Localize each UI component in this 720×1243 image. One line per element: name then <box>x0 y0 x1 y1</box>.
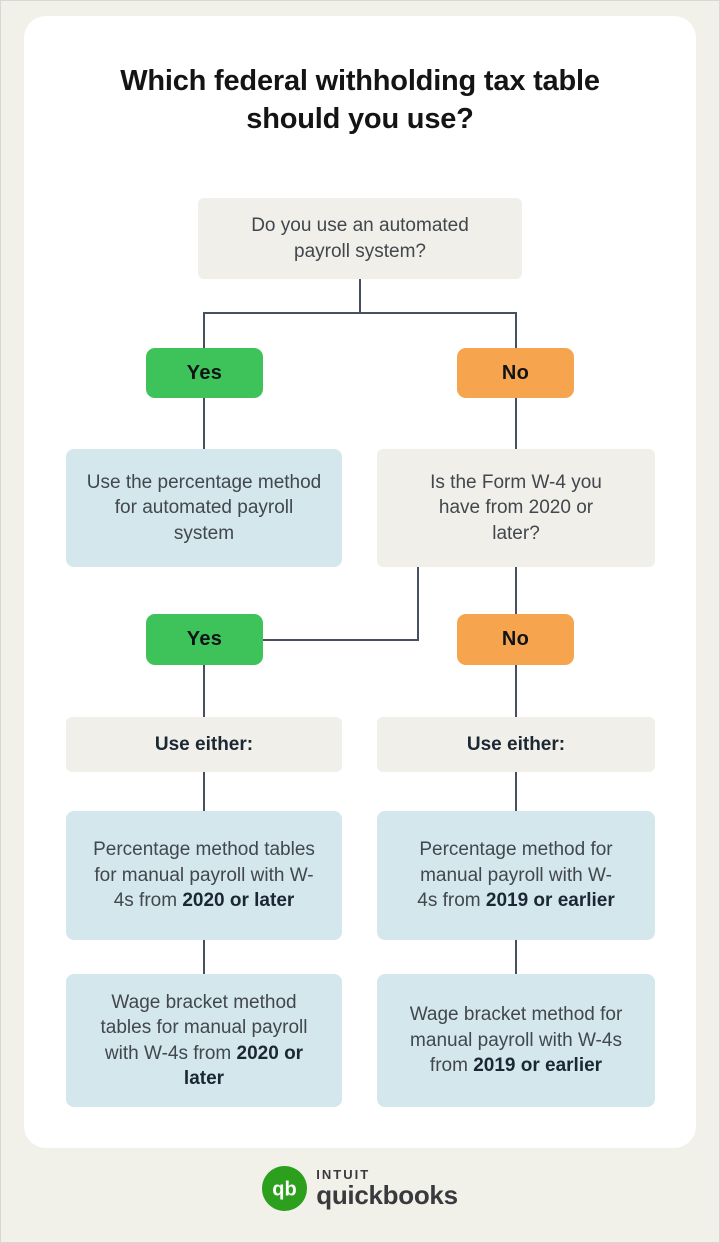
intuit-wordmark: INTUIT <box>316 1166 371 1182</box>
yes-branch-1: Yes <box>146 348 263 398</box>
option-wage-bracket-2020-text: Wage bracket method tables for manual pa… <box>100 991 308 1064</box>
no-branch-2: No <box>457 614 574 665</box>
no-branch-1: No <box>457 348 574 398</box>
yes-branch-1-label: Yes <box>186 361 223 384</box>
connector-no1-drop <box>515 312 517 348</box>
option-wage-bracket-2020-bold: 2020 or later <box>183 1042 304 1089</box>
yes-branch-2: Yes <box>146 614 263 665</box>
connector-yes1-drop <box>203 312 205 348</box>
use-either-left: Use either: <box>66 717 342 772</box>
option-wage-bracket-2019-bold: 2019 or earlier <box>473 1055 603 1077</box>
use-either-left-text: Use either: <box>154 733 254 755</box>
no-branch-1-label: No <box>501 361 530 384</box>
connector-yes1-result <box>203 398 205 449</box>
quickbooks-logo-icon: qb <box>262 1166 308 1211</box>
connector-left-option2 <box>203 940 205 974</box>
option-percentage-2019: Percentage method for manual payroll wit… <box>377 811 655 940</box>
connector-root-stem <box>359 279 361 312</box>
connector-w4-yes-stem <box>417 567 419 641</box>
quickbooks-logo-glyph: qb <box>273 1179 297 1201</box>
option-percentage-2020-text: Percentage method tables for manual payr… <box>93 839 315 912</box>
question-automated-payroll: Do you use an automated payroll system? <box>198 198 522 279</box>
option-wage-bracket-2019: Wage bracket method for manual payroll w… <box>377 974 655 1107</box>
connector-left-option1 <box>203 772 205 811</box>
connector-yes2-drop <box>203 665 205 717</box>
result-automated-percentage-text: Use the percentage method for automated … <box>86 471 322 544</box>
connector-w4-no-stem <box>515 567 517 614</box>
page-title: Which federal withholding tax table shou… <box>120 65 600 136</box>
connector-w4-yes-elbow <box>262 639 419 641</box>
option-percentage-2020-bold: 2020 or later <box>182 890 295 912</box>
no-branch-2-label: No <box>501 628 530 650</box>
connector-right-option1 <box>515 772 517 811</box>
question-w4-year: Is the Form W-4 you have from 2020 or la… <box>377 449 655 567</box>
connector-no1-question <box>515 398 517 449</box>
use-either-right: Use either: <box>377 717 655 772</box>
use-either-right-text: Use either: <box>466 733 566 755</box>
option-wage-bracket-2020: Wage bracket method tables for manual pa… <box>66 974 342 1107</box>
brand-wordmark: INTUIT quickbooks <box>316 1166 458 1210</box>
connector-root-branch <box>203 312 517 314</box>
option-wage-bracket-2019-text: Wage bracket method for manual payroll w… <box>409 1004 623 1077</box>
question-automated-payroll-text: Do you use an automated payroll system? <box>251 215 469 262</box>
quickbooks-wordmark: quickbooks <box>316 1179 458 1210</box>
option-percentage-2020: Percentage method tables for manual payr… <box>66 811 342 940</box>
yes-branch-2-label: Yes <box>186 628 223 650</box>
option-percentage-2019-bold: 2019 or earlier <box>485 890 615 912</box>
result-automated-percentage: Use the percentage method for automated … <box>66 449 342 567</box>
connector-no2-drop <box>515 665 517 717</box>
footer-brand: qb INTUIT quickbooks <box>0 1166 720 1211</box>
question-w4-year-text: Is the Form W-4 you have from 2020 or la… <box>430 471 602 544</box>
option-percentage-2019-text: Percentage method for manual payroll wit… <box>417 839 613 912</box>
connector-right-option2 <box>515 940 517 974</box>
